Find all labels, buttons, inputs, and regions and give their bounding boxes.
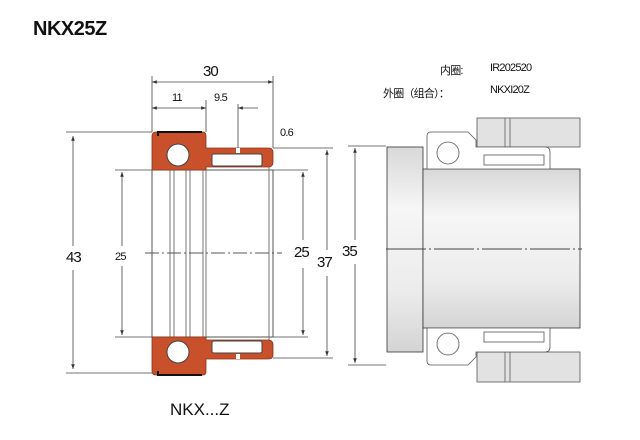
page-title: NKX25Z — [33, 18, 107, 40]
ball — [436, 141, 460, 165]
inner-ring-value: IR202520 — [490, 62, 532, 74]
section-bottom — [151, 336, 274, 376]
housing-top — [476, 117, 581, 148]
outer-ring-label: 外圈（组合）： — [383, 88, 450, 100]
needle-roller — [483, 154, 545, 166]
dim-overall-width: 30 — [203, 63, 219, 80]
ball — [166, 143, 190, 167]
dimension-lines — [66, 76, 386, 374]
dim-chamfer: 0.6 — [280, 127, 294, 139]
dim-bore-left: 25 — [115, 251, 126, 263]
needle-roller — [211, 153, 263, 167]
mounted-view — [386, 117, 582, 383]
dim-needle-outer: 37 — [317, 254, 333, 271]
section-view — [66, 76, 386, 376]
needle-roller — [483, 331, 545, 343]
housing-bottom — [476, 351, 581, 383]
needle-roller — [211, 340, 263, 354]
seal-shield — [157, 371, 202, 376]
ball — [166, 340, 190, 364]
dim-ball-part-width: 11 — [172, 92, 183, 104]
bearing-top — [426, 131, 551, 170]
bearing-bottom — [426, 327, 551, 366]
seal-shield — [157, 131, 202, 136]
dim-needle-offset: 9.5 — [214, 92, 228, 104]
inner-ring-label: 内圈: — [440, 65, 463, 77]
dim-outer-diameter: 43 — [66, 249, 82, 266]
series-caption: NKX...Z — [170, 400, 230, 419]
section-top — [151, 131, 274, 171]
outer-ring-value: NKXI20Z — [490, 84, 530, 96]
ball — [436, 332, 460, 356]
dim-shaft-diameter: 35 — [342, 243, 358, 260]
dim-bore-right: 25 — [294, 244, 310, 261]
